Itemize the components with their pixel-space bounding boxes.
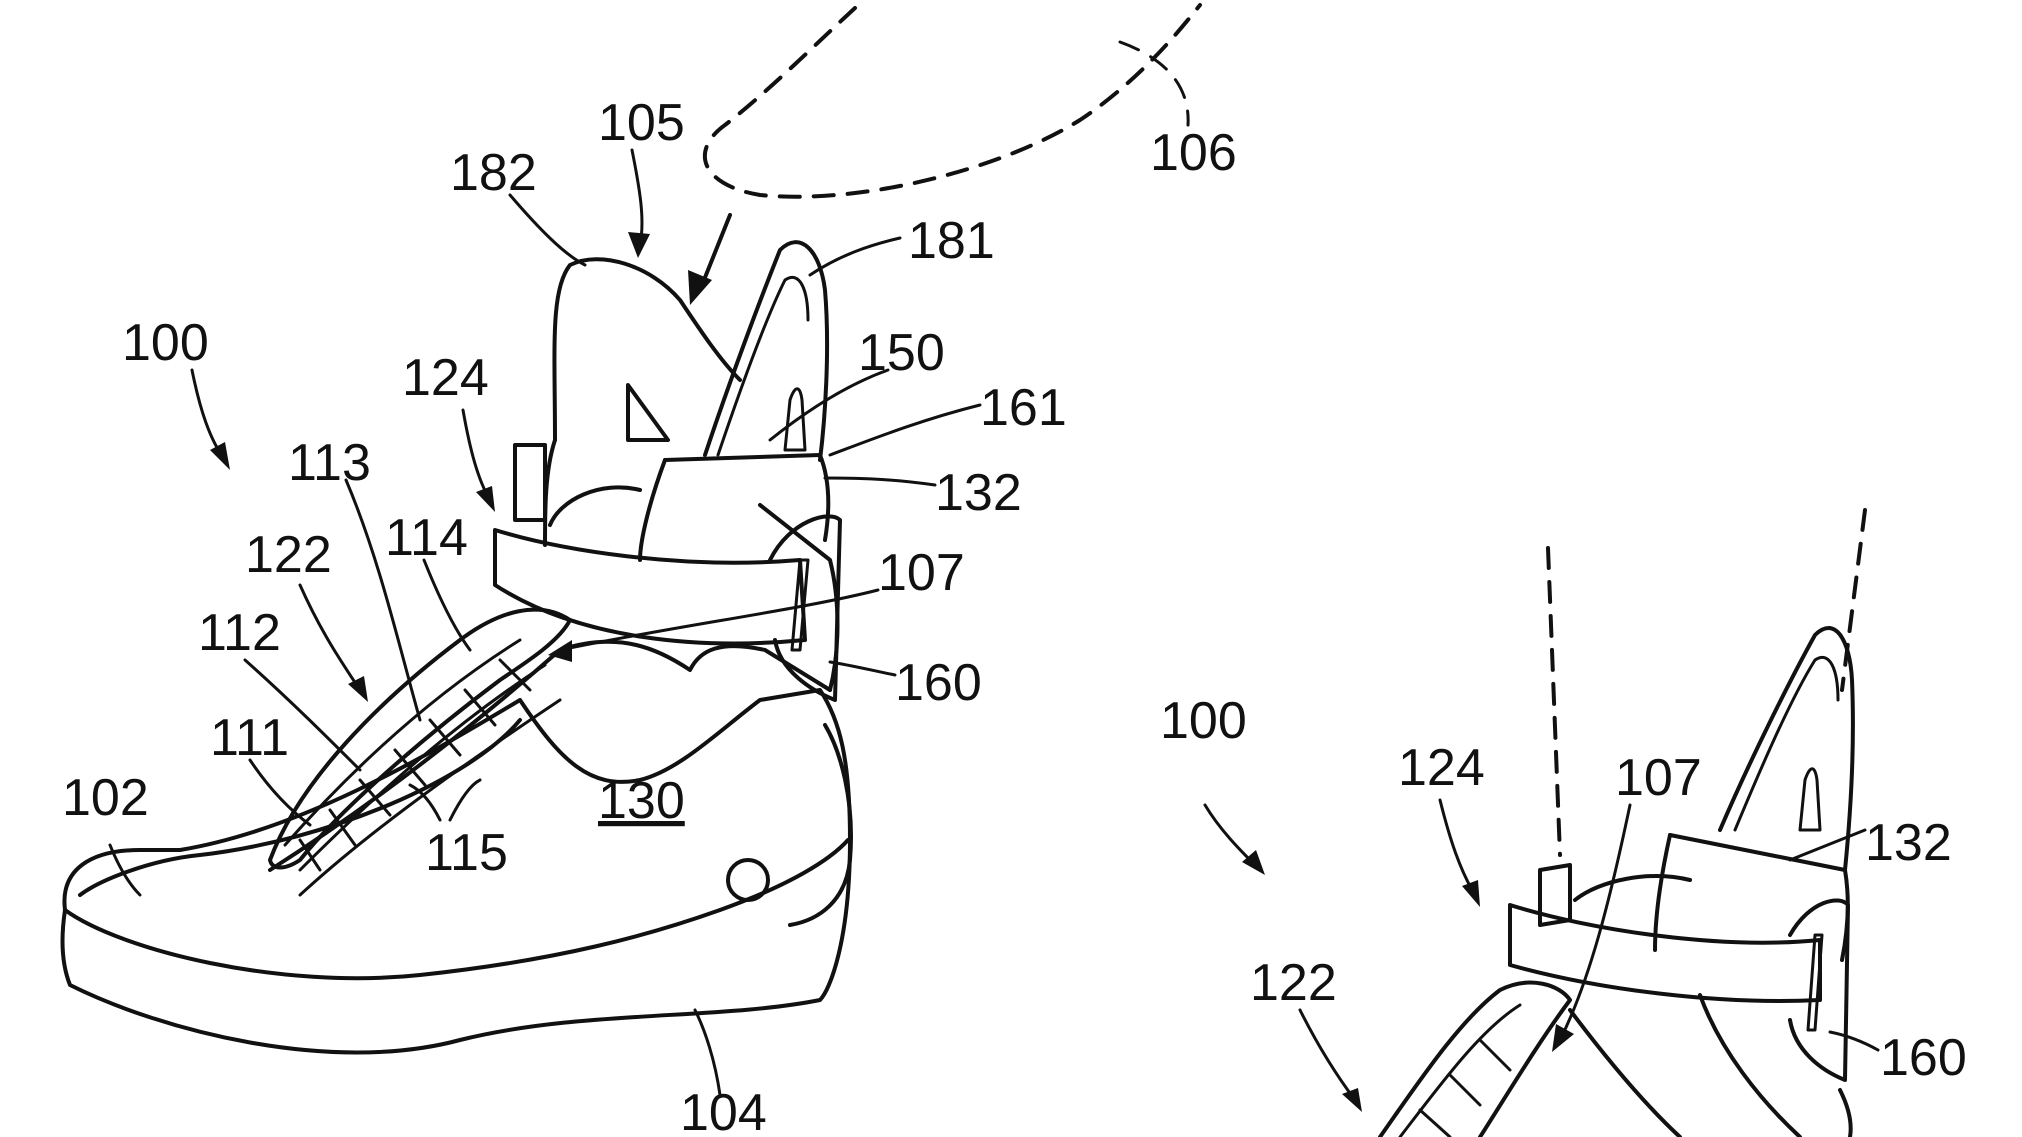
lace-line-a [283,638,522,847]
label-111: 111 [210,709,289,767]
collar [663,453,831,542]
heel-tab [703,240,830,462]
label-106: 106 [1150,124,1237,182]
sole-top-edge [63,838,850,981]
shoe-small-lace [1378,980,1572,1137]
label-122-large: 122 [245,526,332,584]
shoe-small-lace-strap-2 [1448,1073,1482,1107]
lace-strap-7 [498,658,532,692]
shoe-small-lace-strap-1 [1418,1108,1452,1137]
label-107-small: 107 [1615,749,1702,807]
shoe-small-guide-left [1546,546,1562,857]
shoe-small-lace-strap-3 [1478,1038,1512,1072]
label-182: 182 [450,144,537,202]
strap-receiver-slot [790,558,810,652]
label-102: 102 [62,769,149,827]
shoe-small-guide-right [1840,508,1867,692]
heel-counter [788,723,853,927]
label-130: 130 [598,772,685,830]
ankle-pad [548,485,642,527]
label-100-small: 100 [1160,692,1247,750]
label-161: 161 [980,379,1067,437]
foot-outline [703,3,1202,199]
label-132-small: 132 [1865,814,1952,872]
label-114: 114 [385,509,468,567]
lace-strap-1 [298,838,322,872]
upper-body [268,639,832,872]
label-122-small: 122 [1250,954,1337,1012]
label-115: 115 [425,824,508,882]
insertion-arrow [688,213,732,305]
label-112: 112 [198,604,281,662]
heel-tab-inner [716,276,810,457]
ankle-pad-left [513,443,547,522]
shoe-small-receiver-slot [1806,933,1824,1032]
shoe-small-collar-front [1653,833,1672,952]
shoe-small-upper-2 [1698,993,1802,1137]
label-160-small: 160 [1880,1029,1967,1087]
strap-receiver [768,514,842,702]
label-132-large: 132 [935,464,1022,522]
lace-window [268,607,572,870]
label-113: 113 [288,434,371,492]
leader-106 [1118,40,1190,127]
tongue [552,257,742,442]
lace-line-b [298,663,547,872]
shoe-small-heel-slot [1798,767,1822,832]
reference-numerals: 100 102 104 105 106 107 111 112 113 114 … [62,94,1967,1137]
lace-strap-6 [463,688,497,727]
shoe-small-heel-tab-inner [1733,656,1840,832]
shoe-small-receiver [1788,898,1850,1082]
shoe-small-strap [1508,903,1822,1003]
heel-rivet [726,858,770,902]
shoe-small-lace-inner [1398,1003,1522,1137]
shoe-small-upper [1568,1008,1682,1137]
label-181: 181 [908,212,995,270]
ankle-strap [493,528,807,646]
label-104: 104 [680,1084,767,1137]
label-124-small: 124 [1398,739,1485,797]
label-105: 105 [598,94,685,152]
label-107-large: 107 [878,544,965,602]
sole [60,688,852,1055]
shoe-small [1378,508,1867,1137]
lace-window-edge [298,698,562,897]
shoe-small-heel [1838,1088,1853,1137]
label-160-large: 160 [895,654,982,712]
shoe-small-ankle [1573,874,1692,902]
label-124-large: 124 [402,349,489,407]
collar-front [638,458,667,562]
shoe-large [60,240,853,1055]
label-100-large: 100 [122,314,209,372]
label-150: 150 [858,324,945,382]
heel-tab-slot [783,387,807,452]
leaders [108,148,1880,1112]
tongue-triangle [626,383,670,442]
shoe-small-heel-tab [1718,626,1855,872]
